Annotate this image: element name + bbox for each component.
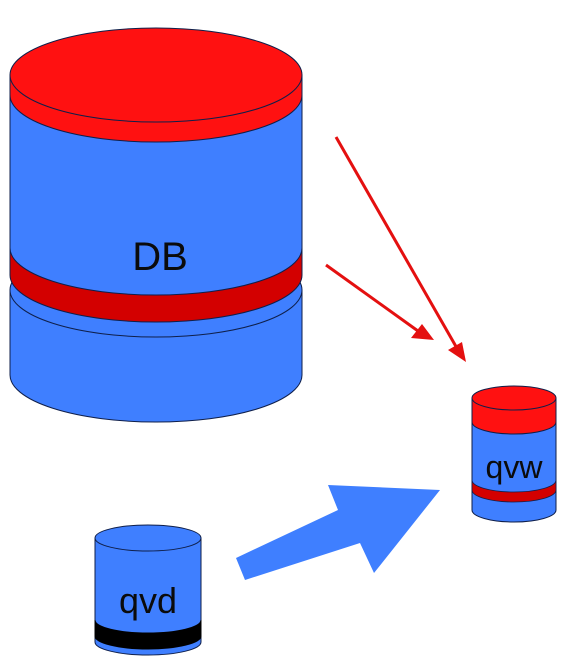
qvd-black-band — [94, 619, 202, 650]
qvd-top — [94, 524, 202, 552]
db-cylinder: DB — [9, 27, 303, 423]
arrow-db-to-qvw-2 — [325, 263, 434, 340]
qvd-cylinder: qvd — [94, 524, 202, 656]
db-top-lid — [9, 27, 303, 123]
qvw-red-stripe — [471, 479, 557, 503]
qvd-label: qvd — [119, 580, 177, 621]
qvw-cylinder: qvw — [471, 385, 557, 523]
qvw-top-lid — [471, 385, 557, 411]
qvw-label: qvw — [486, 449, 544, 485]
db-upper-body — [9, 89, 303, 296]
arrow-qvd-to-qvw — [236, 485, 440, 580]
arrow-qvd-to-qvw-shape — [236, 485, 440, 580]
qvd-body — [94, 537, 202, 656]
arrow-db-to-qvw-1 — [334, 136, 466, 362]
db-label: DB — [132, 235, 188, 279]
